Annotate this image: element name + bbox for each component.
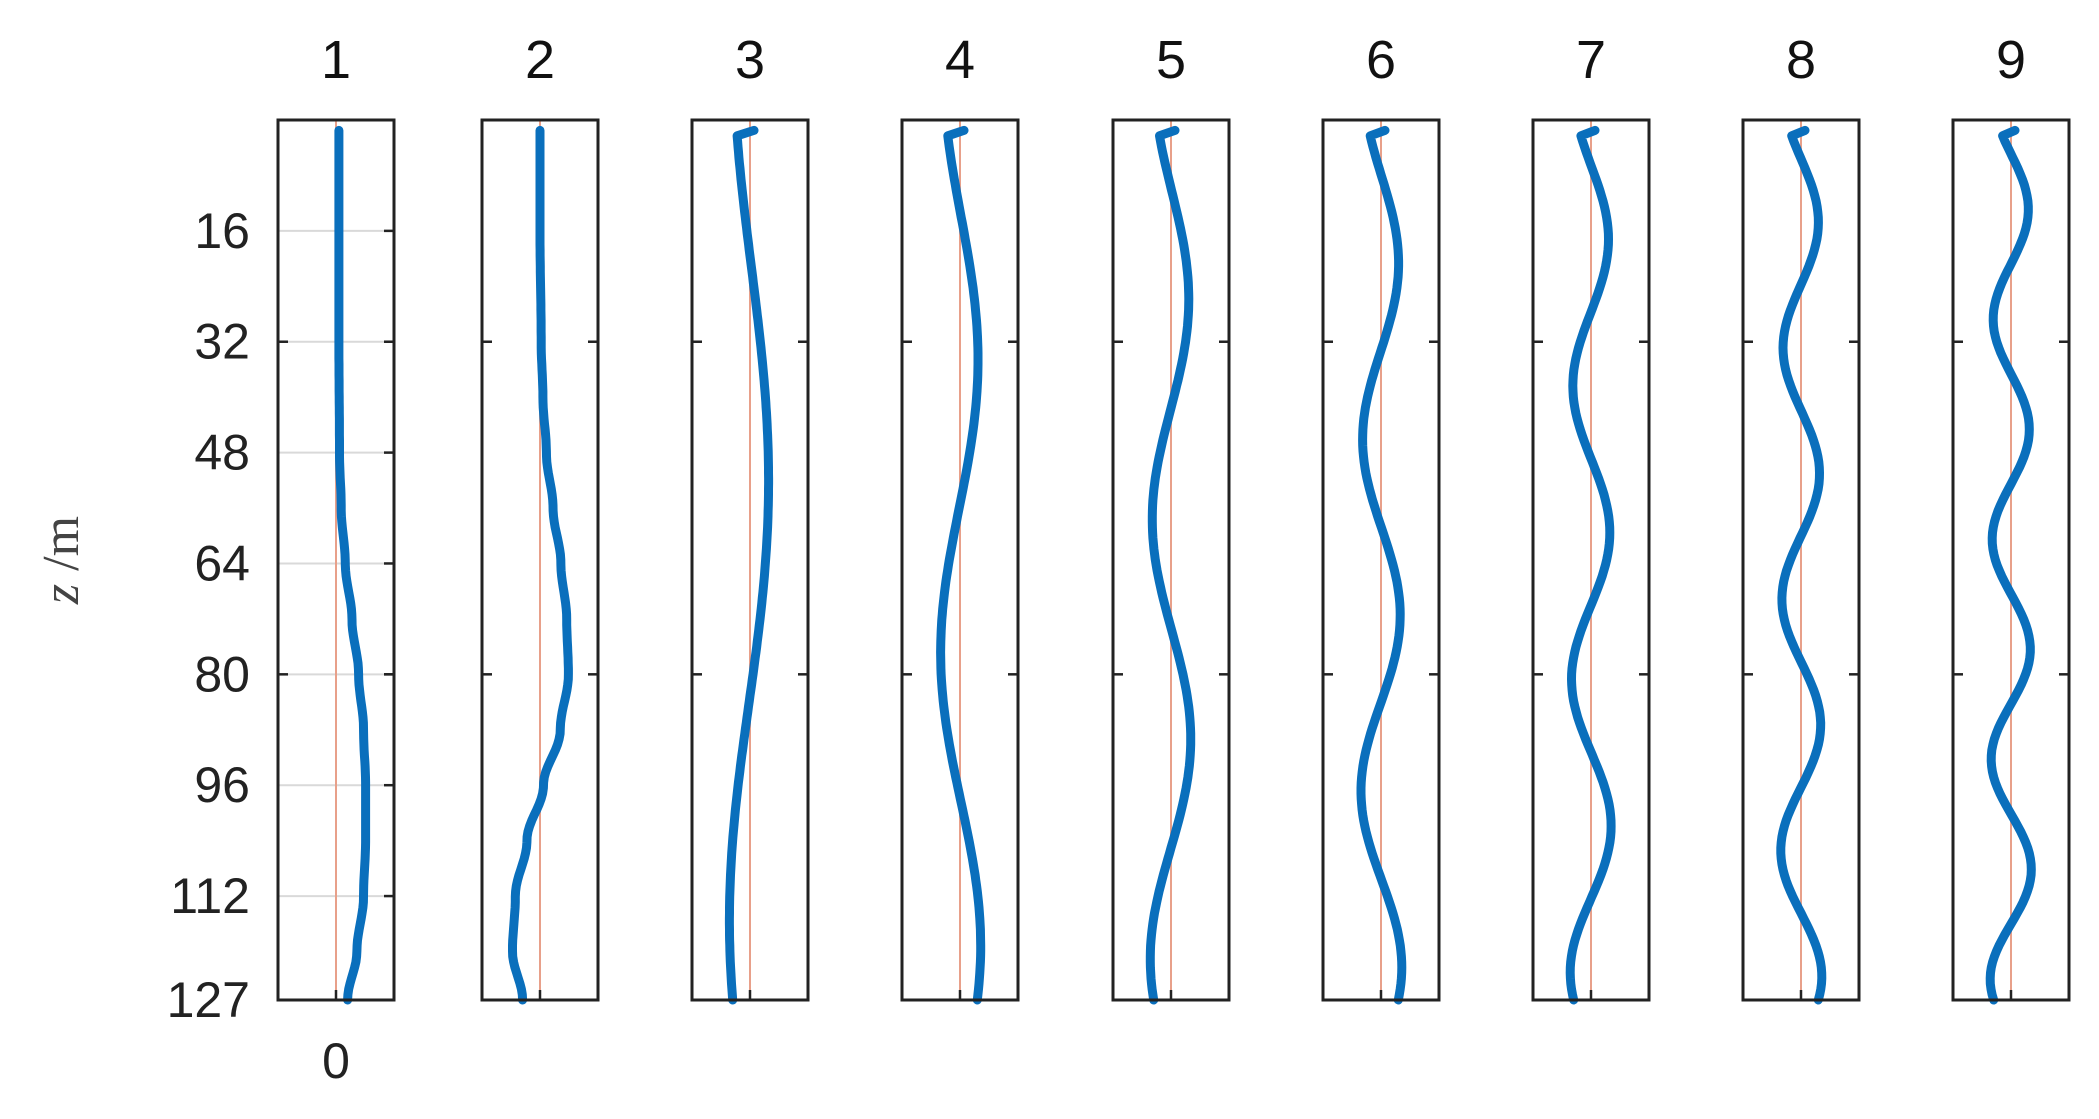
- panel-title-1: 1: [321, 30, 351, 90]
- y-tick-label: 32: [194, 314, 250, 370]
- panel-frame: [1741, 118, 1861, 1002]
- panel-title-3: 3: [735, 30, 765, 90]
- mode-panel-5: 5: [1111, 30, 1231, 1005]
- y-axis-label: z /m: [33, 516, 90, 605]
- mode-panel-3: 3: [690, 30, 810, 1005]
- y-tick-label: 96: [194, 757, 250, 813]
- mode-panel-8: 8: [1741, 30, 1861, 1005]
- panel-title-2: 2: [525, 30, 555, 90]
- mode-curve-4: [936, 125, 986, 1005]
- mode-curve-5: [1145, 125, 1196, 1005]
- mode-curve-2: [508, 125, 573, 1005]
- panel-title-7: 7: [1576, 30, 1606, 90]
- panel-frame: [1951, 118, 2071, 1002]
- mode-panel-2: 2: [480, 30, 600, 1005]
- panel-title-6: 6: [1366, 30, 1396, 90]
- y-axis-label-variable: z: [33, 584, 90, 605]
- panel-frame: [1111, 118, 1231, 1002]
- panel-frame: [690, 118, 810, 1002]
- mode-panel-4: 4: [900, 30, 1020, 1005]
- panel-title-4: 4: [945, 30, 975, 90]
- mode-curve-1: [334, 125, 371, 1005]
- y-axis-label-unit: /m: [33, 516, 90, 584]
- mode-panel-6: 6: [1321, 30, 1441, 1005]
- mode-panel-9: 9: [1951, 30, 2071, 1005]
- y-tick-label: 64: [194, 535, 250, 591]
- mode-curve-9: [1985, 125, 2036, 1005]
- y-tick-label: 48: [194, 425, 250, 481]
- panel-frame: [480, 118, 600, 1002]
- y-axis: 16 32 48 64 80 96 112 127: [167, 203, 250, 1028]
- mode-curve-8: [1776, 125, 1827, 1005]
- mode-curve-7: [1565, 125, 1616, 1005]
- y-tick-label: 16: [194, 203, 250, 259]
- panel-title-8: 8: [1786, 30, 1816, 90]
- panel-frame: [900, 118, 1020, 1002]
- mode-panels: 1 2 3 4 5 6 7 8 9: [276, 30, 2071, 1005]
- panel-title-5: 5: [1156, 30, 1186, 90]
- panel-frame: [1321, 118, 1441, 1002]
- mode-curve-3: [724, 125, 774, 1005]
- mode-panel-1: 1: [276, 30, 396, 1005]
- panel-frame: [276, 118, 396, 1002]
- x-tick-label: 0: [322, 1033, 350, 1089]
- panel-frame: [1531, 118, 1651, 1002]
- y-tick-label: 112: [170, 868, 250, 924]
- y-tick-label: 80: [194, 646, 250, 702]
- mode-panel-7: 7: [1531, 30, 1651, 1005]
- y-tick-label: 127: [167, 972, 250, 1028]
- panel-title-9: 9: [1996, 30, 2026, 90]
- x-axis: 0: [322, 1033, 350, 1089]
- mode-curve-6: [1356, 125, 1407, 1005]
